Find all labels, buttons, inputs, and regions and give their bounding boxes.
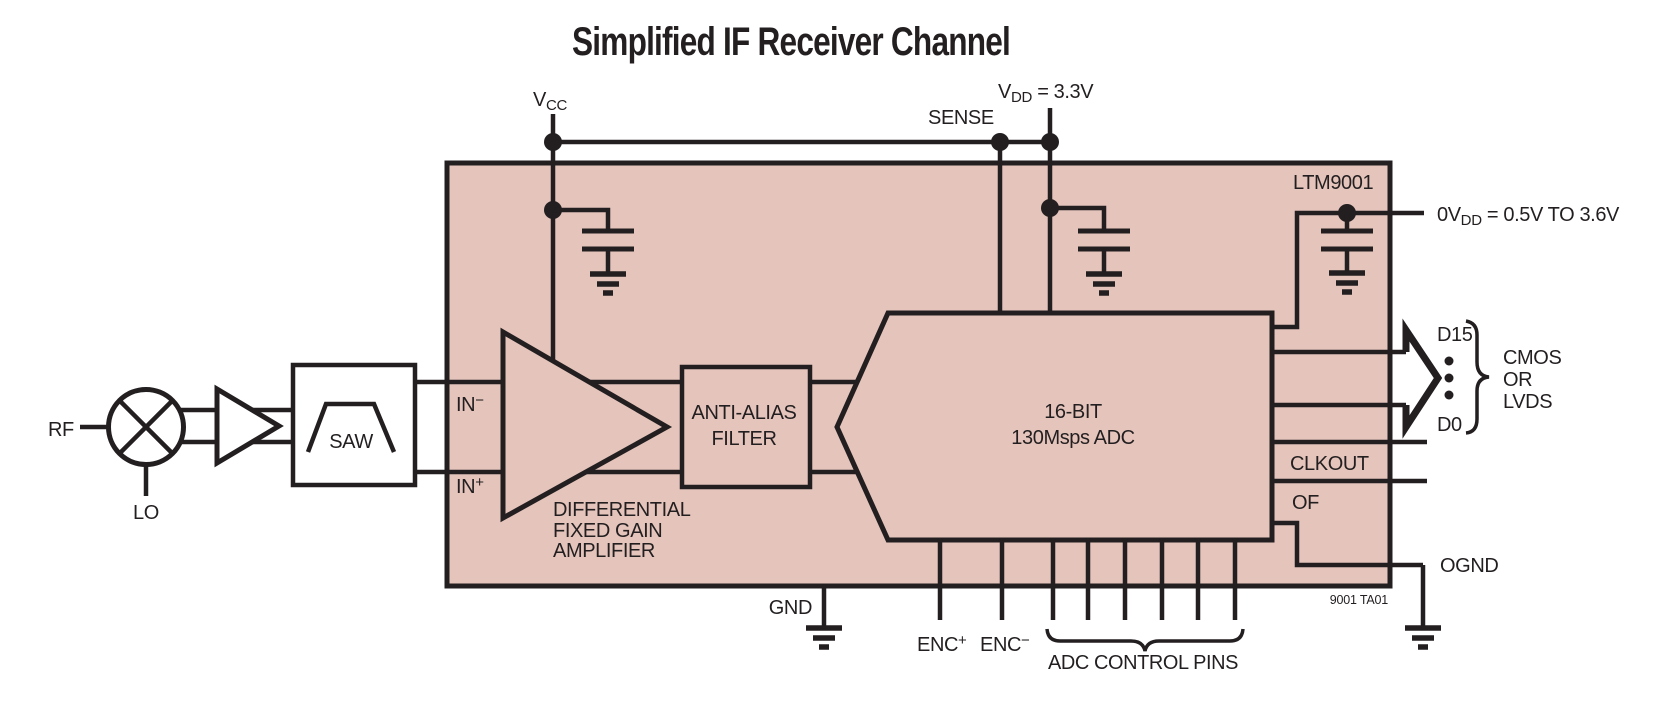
amplifier-caption-line3: AMPLIFIER bbox=[553, 540, 655, 562]
vcc-label: VCC bbox=[533, 89, 567, 114]
data-bus-annotation bbox=[1444, 319, 1490, 435]
ellipsis-dot bbox=[1444, 356, 1454, 366]
output-mode-label-1: CMOS bbox=[1503, 347, 1561, 369]
filter-label-line2: FILTER bbox=[711, 428, 776, 450]
vcc-bypass-capacitor bbox=[544, 201, 634, 296]
capacitor-icon bbox=[582, 228, 634, 252]
filter-label-line1: ANTI-ALIAS bbox=[692, 402, 797, 424]
control-pins-label: ADC CONTROL PINS bbox=[1048, 652, 1238, 674]
in-plus-label: IN+ bbox=[456, 474, 484, 498]
sense-junction-dot bbox=[991, 133, 1009, 151]
bandpass-icon bbox=[305, 401, 397, 453]
ognd-label: OGND bbox=[1440, 555, 1498, 577]
saw-label: SAW bbox=[329, 431, 373, 453]
ground-icon bbox=[1329, 270, 1365, 295]
bus-arrow-icon bbox=[1402, 318, 1443, 439]
front-end bbox=[80, 362, 418, 496]
ellipsis-dot bbox=[1444, 373, 1454, 383]
gnd-label: GND bbox=[769, 597, 812, 619]
amplifier-caption-line2: FIXED GAIN bbox=[553, 520, 662, 542]
of-label: OF bbox=[1292, 492, 1319, 514]
ground-icon bbox=[590, 271, 626, 296]
ellipsis-dot bbox=[1444, 390, 1454, 400]
vdd-cap-wire bbox=[1050, 205, 1107, 272]
ovdd-net bbox=[1272, 204, 1424, 330]
saw-filter-box bbox=[290, 362, 418, 488]
vcc-junction-dot bbox=[544, 133, 562, 151]
vcc-cap-wire bbox=[553, 207, 611, 272]
adc-label-line1: 16-BIT bbox=[1044, 401, 1102, 423]
output-mode-label-2: OR bbox=[1503, 369, 1532, 391]
capacitor-icon bbox=[1078, 228, 1130, 252]
adc-control-pins bbox=[1050, 538, 1238, 620]
preamp-symbol bbox=[214, 384, 284, 468]
capacitor-icon bbox=[1321, 228, 1373, 252]
figure-ref-label: 9001 TA01 bbox=[1330, 593, 1388, 607]
supply-rail bbox=[544, 133, 1059, 151]
ovdd-wire bbox=[1272, 210, 1424, 330]
d0-label: D0 bbox=[1437, 414, 1462, 436]
output-mode-label-3: LVDS bbox=[1503, 391, 1552, 413]
sense-label: SENSE bbox=[928, 107, 994, 129]
clkout-label: CLKOUT bbox=[1290, 453, 1369, 475]
data-bus-brace bbox=[1465, 319, 1490, 435]
vdd-label: VDD = 3.3V bbox=[998, 81, 1094, 106]
ognd-wire bbox=[1272, 520, 1426, 626]
output-pins bbox=[1272, 318, 1443, 650]
differential-amplifier-symbol bbox=[500, 327, 673, 523]
enc-minus-label: ENC− bbox=[980, 632, 1030, 656]
anti-alias-filter-box bbox=[679, 364, 813, 490]
amplifier-caption-line1: DIFFERENTIAL bbox=[553, 499, 691, 521]
control-pins-brace bbox=[1045, 628, 1245, 652]
ground-icon bbox=[1405, 625, 1441, 650]
mixer-x-icon bbox=[117, 398, 175, 456]
adc-label-line2: 130Msps ADC bbox=[1011, 427, 1134, 449]
lo-label: LO bbox=[133, 502, 159, 524]
enc-plus-label: ENC+ bbox=[917, 632, 967, 656]
rf-label: RF bbox=[48, 419, 74, 441]
in-minus-label: IN− bbox=[456, 392, 484, 416]
ground-icon bbox=[806, 625, 842, 650]
page-title: Simplified IF Receiver Channel bbox=[572, 20, 1010, 64]
ground-icon bbox=[1086, 271, 1122, 296]
ovdd-label: 0VDD = 0.5V TO 3.6V bbox=[1437, 204, 1620, 229]
part-number-label: LTM9001 bbox=[1293, 172, 1373, 194]
vdd-bypass-capacitor bbox=[1041, 199, 1130, 296]
d15-label: D15 bbox=[1437, 324, 1473, 346]
adc-block bbox=[834, 310, 1275, 543]
bottom-pins bbox=[806, 538, 1245, 652]
vdd-junction-dot bbox=[1041, 133, 1059, 151]
